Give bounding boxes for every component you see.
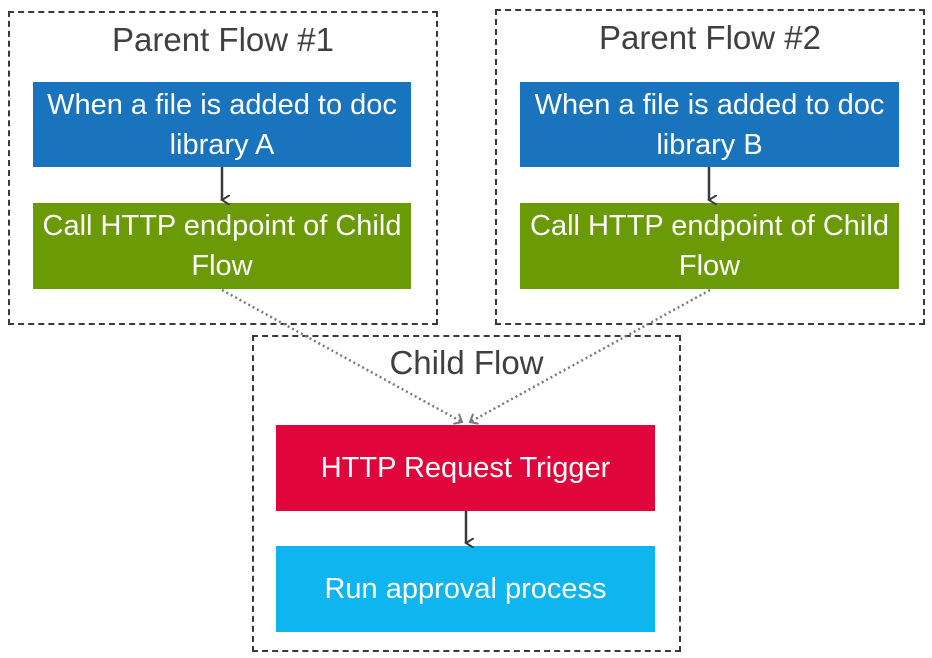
parent-flow-2-action-label: Call HTTP endpoint of Child Flow (530, 210, 889, 282)
parent-flow-2-action-box: Call HTTP endpoint of Child Flow (520, 203, 899, 289)
parent-flow-1-action-box: Call HTTP endpoint of Child Flow (33, 203, 411, 289)
run-approval-process-box: Run approval process (276, 546, 655, 632)
http-request-trigger-label: HTTP Request Trigger (320, 452, 611, 484)
http-request-trigger-box: HTTP Request Trigger (276, 425, 655, 511)
child-flow-title: Child Flow (389, 344, 544, 381)
parent-flow-2-trigger-label: When a file is added to doc library B (534, 88, 885, 161)
parent-flow-1-title: Parent Flow #1 (112, 21, 334, 58)
parent-flow-1-action-label: Call HTTP endpoint of Child Flow (42, 210, 402, 282)
parent-flow-1-trigger-box: When a file is added to doc library A (33, 82, 411, 167)
parent-flow-2-title: Parent Flow #2 (599, 19, 821, 56)
parent-flow-2-trigger-box: When a file is added to doc library B (520, 82, 899, 167)
run-approval-process-label: Run approval process (324, 573, 607, 605)
parent-flow-1-trigger-label: When a file is added to doc library A (47, 88, 397, 161)
